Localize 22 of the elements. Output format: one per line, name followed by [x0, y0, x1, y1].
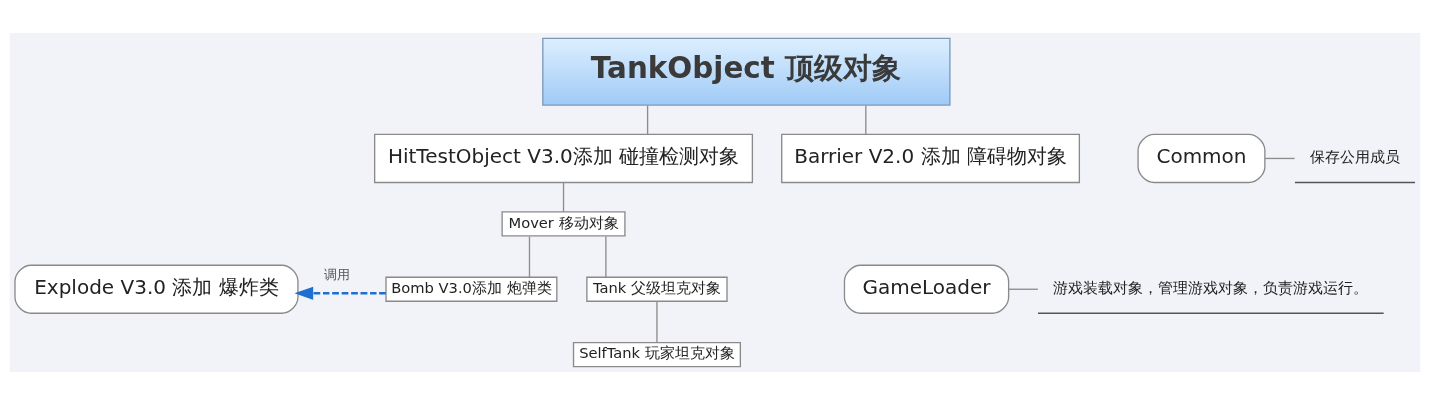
node-box: Tank 父级坦克对象: [586, 276, 728, 302]
arrow: [294, 286, 386, 300]
node-text: 保存公用成员: [1309, 148, 1400, 166]
connector: [562, 182, 565, 213]
connector: [646, 104, 649, 135]
connector: [1264, 157, 1296, 160]
node-box: Barrier V2.0 添加 障碍物对象: [781, 133, 1081, 184]
node-box: SelfTank 玩家坦克对象: [572, 341, 742, 368]
connector: [656, 301, 658, 344]
node-box: Bomb V3.0添加 炮弹类: [385, 276, 558, 302]
node-box: TankObject 顶级对象: [542, 37, 951, 106]
node-box: Mover 移动对象: [501, 211, 626, 237]
node-box: Explode V3.0 添加 爆炸类: [14, 264, 299, 314]
connector: [528, 235, 531, 278]
connector: [865, 104, 867, 135]
connector: [1008, 288, 1039, 290]
node-text: 游戏装载对象，管理游戏对象，负责游戏运行。: [1053, 278, 1369, 296]
node-box: HitTestObject V3.0添加 碰撞检测对象: [374, 133, 754, 184]
edge-label: 调用: [324, 266, 351, 282]
node-box: Common: [1137, 133, 1266, 184]
node-box: GameLoader: [843, 264, 1010, 314]
connector: [605, 235, 607, 278]
